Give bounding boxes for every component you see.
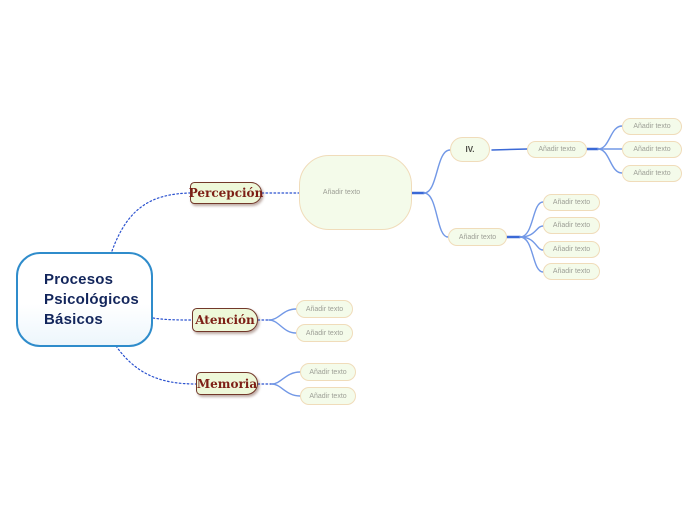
placeholder-node-chain-child2[interactable]: Añadir texto	[622, 141, 682, 158]
edge-root-percepcion	[111, 192, 191, 252]
edge-bigtopic-branch2	[423, 192, 449, 238]
edge-root-memoria	[115, 345, 197, 385]
placeholder-node-branch2-child4[interactable]: Añadir texto	[543, 263, 600, 280]
placeholder-node-memoria-child1[interactable]: Añadir texto	[300, 363, 356, 381]
big-topic-node[interactable]: Añadir texto	[299, 155, 412, 230]
placeholder-node-branch2-child2[interactable]: Añadir texto	[543, 217, 600, 234]
edge-bigtopic-roman	[423, 149, 451, 194]
edge-memoria-child2	[271, 383, 301, 397]
branch-percepcion[interactable]: Percepción	[189, 182, 263, 204]
placeholder-node-chain-child1[interactable]: Añadir texto	[622, 118, 682, 135]
branch-atencion[interactable]: Atención	[192, 308, 258, 332]
placeholder-node-memoria-child2[interactable]: Añadir texto	[300, 387, 356, 405]
roman-node[interactable]: IV.	[450, 137, 490, 162]
root-node[interactable]: Procesos Psicológicos Básicos	[16, 252, 153, 347]
root-node-line1: Procesos	[44, 270, 114, 288]
edge-branch2-child2	[519, 225, 544, 238]
edge-branch2-child3	[519, 236, 544, 251]
placeholder-node-branch2[interactable]: Añadir texto	[448, 228, 507, 246]
placeholder-node-atencion-child1[interactable]: Añadir texto	[296, 300, 353, 318]
edge-root-atencion	[152, 317, 193, 321]
placeholder-node-branch2-child3[interactable]: Añadir texto	[543, 241, 600, 258]
placeholder-node-atencion-child2[interactable]: Añadir texto	[296, 324, 353, 342]
edge-atencion-child2	[268, 319, 297, 334]
edge-atencion-child1	[268, 308, 297, 321]
edge-branch2-child1	[519, 201, 544, 238]
placeholder-node-chain-child3[interactable]: Añadir texto	[622, 165, 682, 182]
edge-roman-chain	[491, 148, 528, 151]
placeholder-node-chain[interactable]: Añadir texto	[527, 141, 587, 158]
edge-chain-child3	[597, 148, 623, 174]
edge-memoria-child1	[271, 371, 301, 385]
placeholder-node-branch2-child1[interactable]: Añadir texto	[543, 194, 600, 211]
branch-memoria[interactable]: Memoria	[196, 372, 258, 395]
root-node-line3: Básicos	[44, 310, 103, 328]
edge-chain-child1	[597, 125, 623, 150]
root-node-line2: Psicológicos	[44, 290, 139, 308]
edge-branch2-child4	[519, 236, 544, 273]
